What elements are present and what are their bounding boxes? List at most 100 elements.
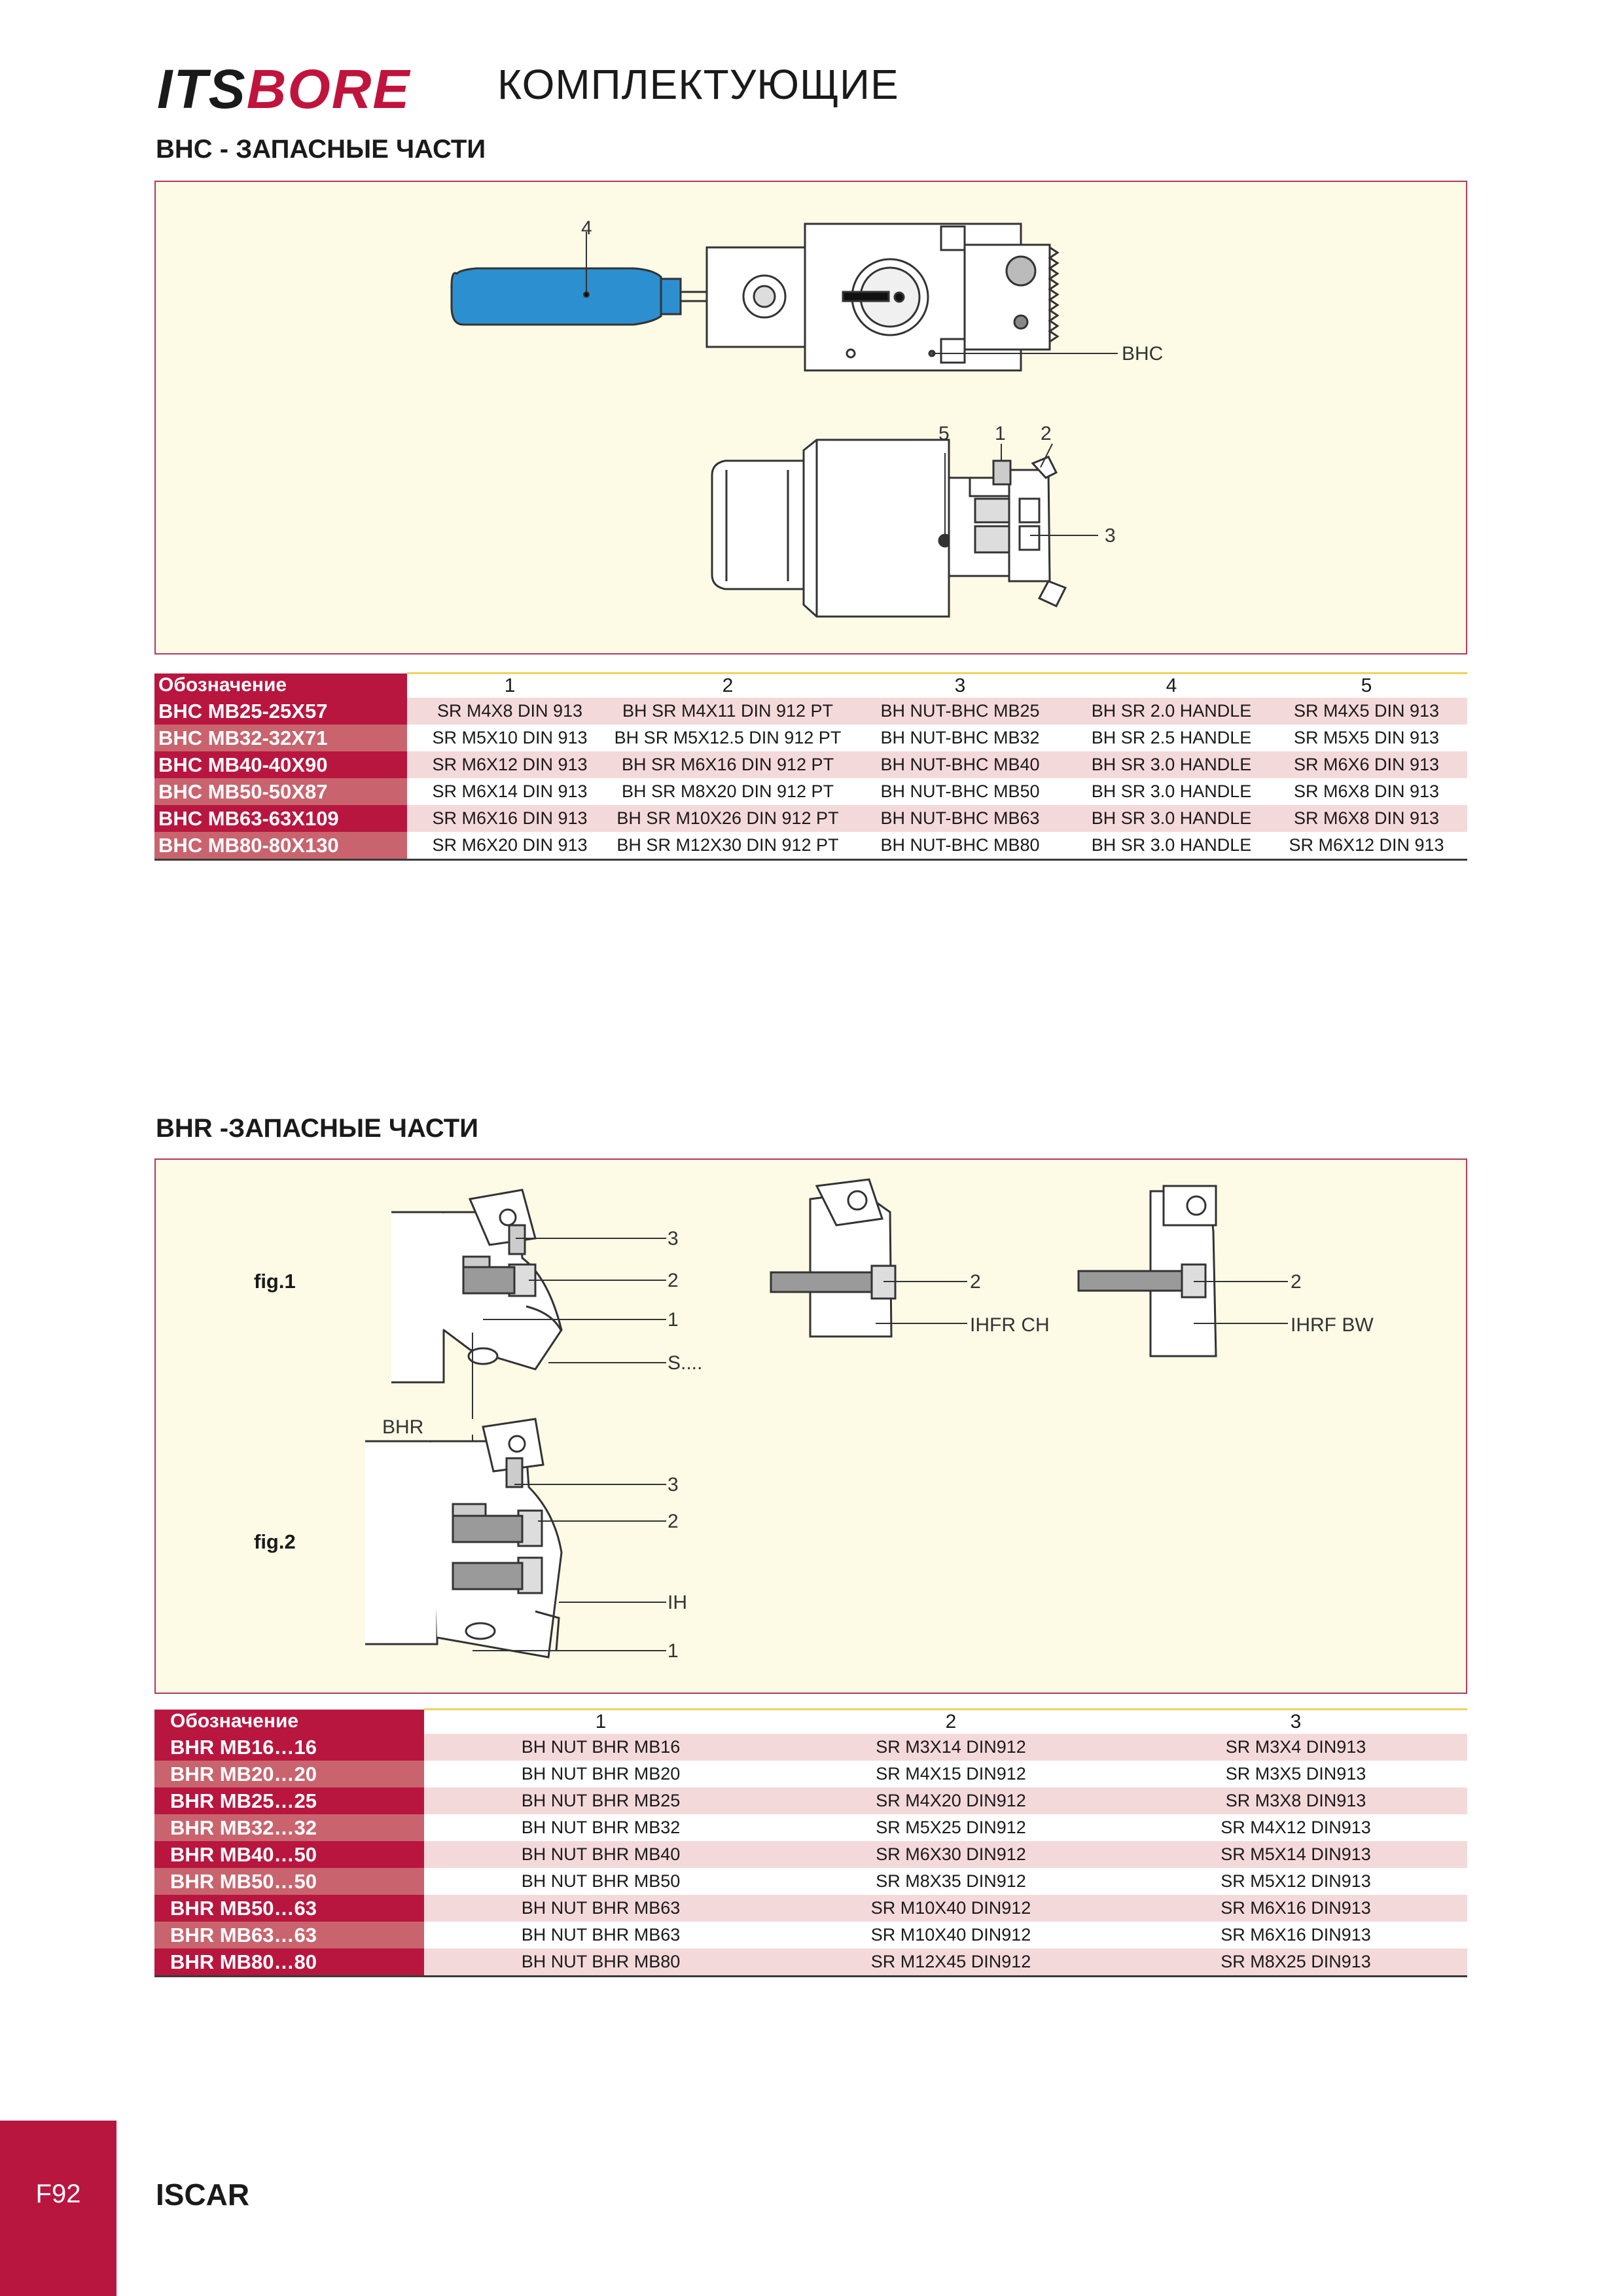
ihfr-label: IHFR CH <box>970 1314 1050 1336</box>
part-cell: BH SR M12X30 DIN 912 PT <box>613 832 843 861</box>
bhc-top-slide <box>963 243 1051 351</box>
part-cell: SR M3X5 DIN913 <box>1124 1761 1467 1787</box>
part-cell: BH SR 3.0 HANDLE <box>1077 805 1266 832</box>
bhc-figure-frame: 4 BHC 5 1 2 3 <box>154 181 1467 655</box>
col-header-1: 1 <box>424 1708 777 1734</box>
part-cell: SR M6X6 DIN 913 <box>1266 751 1467 778</box>
part-cell: SR M12X45 DIN912 <box>777 1948 1124 1977</box>
itsbore-logo: ITSBORE <box>157 58 432 120</box>
designation-cell: BHC MB25-25X57 <box>154 698 407 725</box>
designation-cell: BHR MB50…63 <box>154 1895 424 1922</box>
col-header-designation: Обозначение <box>154 1709 424 1734</box>
part-cell: BH NUT BHR MB40 <box>424 1841 777 1868</box>
col-header-2: 2 <box>613 672 843 698</box>
part-cell: SR M6X16 DIN 913 <box>407 805 613 832</box>
col-header-designation: Обозначение <box>154 673 407 698</box>
part-cell: SR M6X12 DIN 913 <box>407 751 613 778</box>
fig2-callout-2: 2 <box>668 1511 679 1532</box>
ihfr-ch-part <box>770 1178 897 1338</box>
designation-cell: BHR MB40…50 <box>154 1841 424 1868</box>
part-cell: BH NUT-BHC MB63 <box>843 805 1077 832</box>
bhc-drawing: 4 BHC 5 1 2 3 <box>450 217 1163 618</box>
bhc-side-body <box>802 439 950 618</box>
bhr-fig1 <box>391 1189 563 1384</box>
part-cell: SR M4X8 DIN 913 <box>407 698 613 725</box>
col-header-4: 4 <box>1077 672 1266 698</box>
part-cell: BH NUT-BHC MB80 <box>843 832 1077 861</box>
bhc-top-view <box>450 223 1060 372</box>
footer-brand: ISCAR <box>156 2178 250 2212</box>
part-cell: BH SR M6X16 DIN 912 PT <box>613 751 843 778</box>
part-cell: BH SR M4X11 DIN 912 PT <box>613 698 843 725</box>
part-cell: SR M4X12 DIN913 <box>1124 1814 1467 1841</box>
part-cell: SR M4X5 DIN 913 <box>1266 698 1467 725</box>
part-cell: BH NUT BHR MB50 <box>424 1868 777 1895</box>
part-cell: SR M6X12 DIN 913 <box>1266 832 1467 861</box>
callout-3: 3 <box>1105 525 1116 547</box>
ihfr-callout-2: 2 <box>970 1271 981 1293</box>
callout-5: 5 <box>938 423 950 444</box>
callout-bhc: BHC <box>1122 343 1163 365</box>
part-cell: SR M6X16 DIN913 <box>1124 1895 1467 1922</box>
part-cell: BH SR M5X12.5 DIN 912 PT <box>613 725 843 751</box>
callout-bhr: BHR <box>382 1416 423 1438</box>
part-cell: SR M5X14 DIN913 <box>1124 1841 1467 1868</box>
part-cell: SR M6X8 DIN 913 <box>1266 778 1467 805</box>
part-cell: SR M6X8 DIN 913 <box>1266 805 1467 832</box>
part-cell: BH NUT BHR MB16 <box>424 1734 777 1761</box>
part-cell: BH NUT-BHC MB50 <box>843 778 1077 805</box>
insert <box>1031 456 1058 479</box>
bhr-drawing: fig.1 fig.2 3 2 1 S.... BHR 3 2 IH 1 2 I… <box>254 1178 1374 1662</box>
part-cell: BH NUT BHR MB20 <box>424 1761 777 1787</box>
part-cell: SR M4X15 DIN912 <box>777 1761 1124 1787</box>
ihrf-label: IHRF BW <box>1291 1314 1374 1336</box>
part-cell: SR M6X20 DIN 913 <box>407 832 613 861</box>
fig1-callout-2: 2 <box>668 1270 679 1291</box>
part-cell: SR M5X10 DIN 913 <box>407 725 613 751</box>
designation-cell: BHC MB32-32X71 <box>154 725 407 751</box>
part-cell: BH NUT BHR MB32 <box>424 1814 777 1841</box>
part-cell: BH NUT BHR MB80 <box>424 1948 777 1977</box>
ihrf-callout-2: 2 <box>1291 1271 1302 1293</box>
designation-cell: BHC MB50-50X87 <box>154 778 407 805</box>
fig2-callout-1: 1 <box>668 1640 679 1662</box>
leader-2 <box>1040 443 1053 468</box>
part-cell: SR M10X40 DIN912 <box>777 1922 1124 1948</box>
logo-its-text: ITS <box>157 58 247 120</box>
part-cell: SR M3X8 DIN913 <box>1124 1787 1467 1814</box>
part-cell: BH SR 2.0 HANDLE <box>1077 698 1266 725</box>
table-header-row: Обозначение 1 2 3 <box>154 1708 1467 1734</box>
bhr-section-title: BHR -ЗАПАСНЫЕ ЧАСТИ <box>156 1114 478 1143</box>
part-cell: SR M5X12 DIN913 <box>1124 1868 1467 1895</box>
part-cell: BH SR 3.0 HANDLE <box>1077 751 1266 778</box>
designation-cell: BHC MB80-80X130 <box>154 832 407 861</box>
part-cell: BH NUT BHR MB63 <box>424 1922 777 1948</box>
designation-cell: BHR MB50…50 <box>154 1868 424 1895</box>
part-cell: SR M4X20 DIN912 <box>777 1787 1124 1814</box>
part-cell: SR M3X4 DIN913 <box>1124 1734 1467 1761</box>
part-cell: SR M8X35 DIN912 <box>777 1868 1124 1895</box>
part-cell: SR M6X16 DIN913 <box>1124 1922 1467 1948</box>
part-cell: SR M5X5 DIN 913 <box>1266 725 1467 751</box>
fig2-label: fig.2 <box>254 1530 296 1553</box>
part-cell: BH NUT-BHC MB25 <box>843 698 1077 725</box>
callout-2: 2 <box>1041 423 1052 444</box>
bhc-side-view <box>711 439 1067 618</box>
part-cell: SR M6X30 DIN912 <box>777 1841 1124 1868</box>
designation-cell: BHR MB25…25 <box>154 1787 424 1814</box>
fig2-callout-3: 3 <box>668 1474 679 1496</box>
part-cell: BH NUT BHR MB63 <box>424 1895 777 1922</box>
part-cell: BH NUT-BHC MB40 <box>843 751 1077 778</box>
designation-cell: BHC MB40-40X90 <box>154 751 407 778</box>
